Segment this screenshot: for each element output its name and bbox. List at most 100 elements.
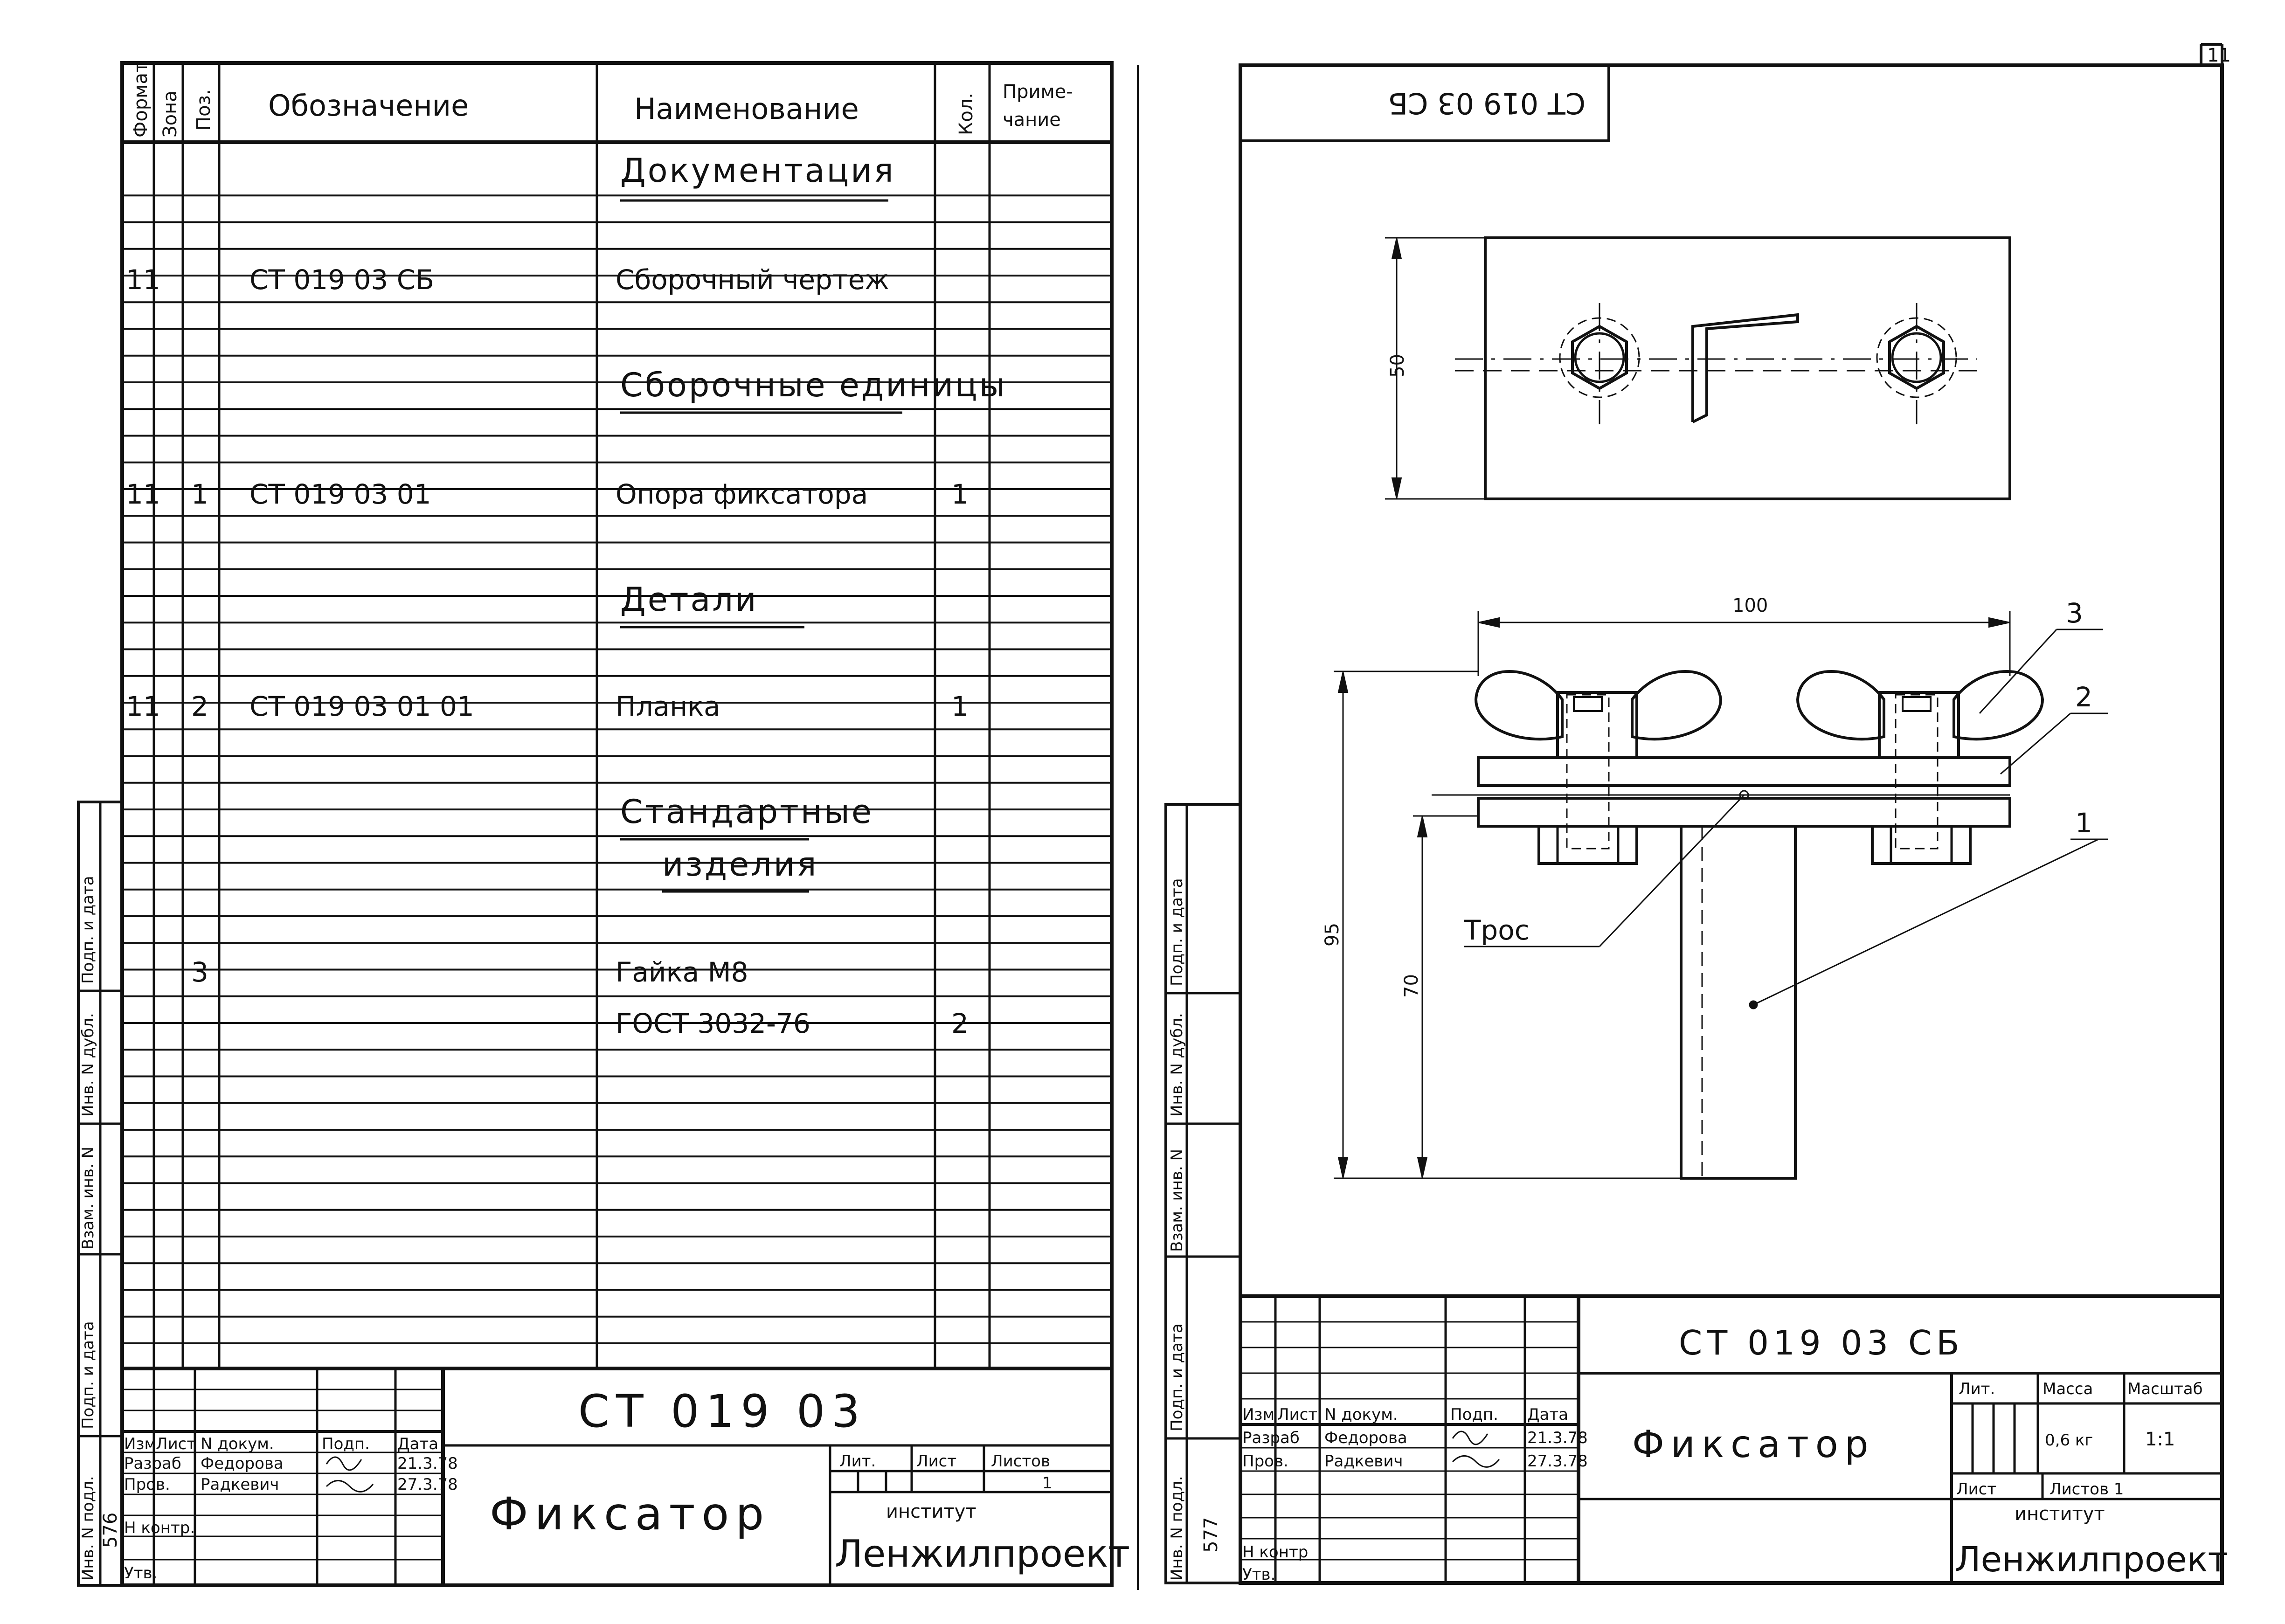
side-label-dup-inv: Инв. N дубл. xyxy=(79,1013,97,1117)
side-label-sign-date-2: Подп. и дата xyxy=(1168,1323,1186,1431)
tb-mass-value: 0,6 кг xyxy=(2045,1431,2093,1450)
tb-institute-label: институт xyxy=(2015,1503,2105,1525)
right-sheet xyxy=(1164,43,2224,1585)
right-title-block: СТ 019 03 СБ Изм Лист N докум. Подп. Дат… xyxy=(1242,1323,2228,1584)
tb-col-list: Лист xyxy=(1277,1405,1317,1424)
spec-cell-pos: 1 xyxy=(191,478,208,510)
col-qty-header: Кол. xyxy=(956,93,977,135)
signature-marks xyxy=(1452,1431,1500,1468)
tb-sheets-label: Листов 1 xyxy=(2050,1480,2124,1499)
spec-cell-name: ГОСТ 3032-76 xyxy=(616,1008,810,1039)
spec-cell-name: Сборочный чертеж xyxy=(616,264,889,296)
spec-cell-name: Стандартные xyxy=(620,793,873,831)
side-label-replace-inv: Взам. инв. N xyxy=(79,1147,97,1250)
spec-cell-format: 11 xyxy=(126,264,160,296)
spec-cell-name: изделия xyxy=(662,845,818,884)
tb-institute-label: институт xyxy=(886,1501,976,1522)
spec-cell-qty: 2 xyxy=(951,1008,969,1039)
col-name-header: Наименование xyxy=(634,92,859,126)
spec-cell-format: 11 xyxy=(126,691,160,722)
tb-col-izm: Изм xyxy=(1242,1405,1274,1424)
spec-cell-name: Планка xyxy=(616,691,720,722)
tb-sheet-label: Лист xyxy=(1956,1480,1996,1499)
left-sheet xyxy=(77,61,1114,1587)
spec-cell-name: Сборочные единицы xyxy=(620,366,1007,404)
spec-cell-qty: 1 xyxy=(951,478,969,510)
tb-role-dev: Разраб xyxy=(1242,1429,1300,1447)
tb-product-name: Фиксатор xyxy=(490,1488,770,1540)
inv-number: 577 xyxy=(1200,1517,1222,1553)
tb-sheets-value: 1 xyxy=(1042,1474,1052,1493)
tb-col-date: Дата xyxy=(397,1435,438,1453)
tb-institute-name: Ленжилпроект xyxy=(1955,1540,2228,1580)
side-label-orig-inv: Инв. N подл. xyxy=(79,1476,97,1581)
tb-col-doc: N докум. xyxy=(201,1435,274,1453)
callout-1: 1 xyxy=(2075,807,2092,839)
spec-cell-designation: СТ 019 03 СБ xyxy=(249,264,434,296)
tb-col-sign: Подп. xyxy=(322,1435,370,1453)
tb-check-name: Радкевич xyxy=(201,1475,279,1494)
tb-dev-date: 21.3.78 xyxy=(1527,1429,1588,1447)
tb-role-dev: Разраб xyxy=(124,1454,181,1473)
inv-number: 576 xyxy=(100,1513,121,1548)
col-pos-header: Поз. xyxy=(193,89,215,131)
tb-role-nkontr: Н контр xyxy=(1242,1543,1308,1562)
tb-institute-name: Ленжилпроект xyxy=(835,1532,1130,1576)
tb-sheet-label: Лист xyxy=(916,1452,956,1471)
top-view xyxy=(1385,236,2011,500)
tb-scale-value: 1:1 xyxy=(2145,1429,2175,1450)
spec-cell-qty: 1 xyxy=(951,691,969,722)
spec-cell-pos: 2 xyxy=(191,691,208,722)
tb-col-doc: N докум. xyxy=(1324,1405,1398,1424)
front-view xyxy=(1334,611,2108,1180)
callout-2: 2 xyxy=(2075,681,2092,713)
left-spec-header: Формат Зона Поз. Обозначение Наименовани… xyxy=(130,62,1073,138)
callout-3: 3 xyxy=(2066,597,2083,629)
side-label-sign-date: Подп. и дата xyxy=(79,876,97,984)
tb-product-name: Фиксатор xyxy=(1632,1423,1875,1466)
tb-sheets-label: Листов xyxy=(991,1452,1050,1471)
spec-cell-name: Детали xyxy=(620,580,758,619)
tb-check-date: 27.3.78 xyxy=(1527,1452,1588,1471)
col-note-header-1: Приме- xyxy=(1003,81,1073,103)
stamp-code-inverted: СТ 019 03 СБ xyxy=(1388,86,1586,120)
col-zone-header: Зона xyxy=(159,90,181,138)
spec-cell-name: Документация xyxy=(620,152,895,190)
side-label-dup-inv: Инв. N дубл. xyxy=(1168,1013,1186,1117)
tb-lit-label: Лит. xyxy=(1959,1380,1995,1398)
tb-col-list: Лист xyxy=(156,1435,196,1453)
dim-height-total: 95 xyxy=(1322,923,1343,947)
col-note-header-2: чание xyxy=(1003,109,1061,131)
dim-height-post: 70 xyxy=(1401,974,1422,998)
tb-check-date: 27.3.78 xyxy=(397,1475,458,1494)
spec-cell-name: Гайка М8 xyxy=(616,956,748,988)
left-side-stamp: Подп. и дата Инв. N дубл. Взам. инв. N П… xyxy=(79,876,121,1581)
tb-col-izm: Изм xyxy=(124,1435,156,1453)
dim-length: 100 xyxy=(1732,595,1768,616)
tb-role-check: Пров. xyxy=(124,1475,170,1494)
tb-dev-date: 21.3.78 xyxy=(397,1454,458,1473)
side-label-sign-date-2: Подп. и дата xyxy=(79,1321,97,1429)
right-sheet-text: 11 СТ 019 03 СБ 50 100 95 70 3 2 1 Трос … xyxy=(1168,45,2231,1581)
tb-role-utv: Утв. xyxy=(1242,1565,1275,1584)
tb-dev-name: Федорова xyxy=(1324,1429,1407,1447)
col-format-header: Формат xyxy=(130,62,152,138)
spec-cell-name: Опора фиксатора xyxy=(616,478,868,510)
page-number: 11 xyxy=(2207,45,2231,66)
spec-cell-format: 11 xyxy=(126,478,160,510)
tb-role-utv: Утв. xyxy=(124,1564,157,1583)
tb-scale-label: Масштаб xyxy=(2127,1380,2203,1398)
tb-check-name: Радкевич xyxy=(1324,1452,1403,1471)
tb-mass-label: Масса xyxy=(2043,1380,2093,1398)
spec-cell-pos: 3 xyxy=(191,956,208,988)
tb-document-code: СТ 019 03 СБ xyxy=(1679,1323,1964,1362)
spec-cell-designation: СТ 019 03 01 01 xyxy=(249,691,474,722)
side-label-replace-inv: Взам. инв. N xyxy=(1168,1149,1186,1252)
tb-lit-label: Лит. xyxy=(839,1452,876,1471)
tb-dev-name: Федорова xyxy=(201,1454,284,1473)
tb-role-check: Пров. xyxy=(1242,1452,1288,1471)
cable-label: Трос xyxy=(1464,914,1530,946)
tb-col-date: Дата xyxy=(1527,1405,1568,1424)
